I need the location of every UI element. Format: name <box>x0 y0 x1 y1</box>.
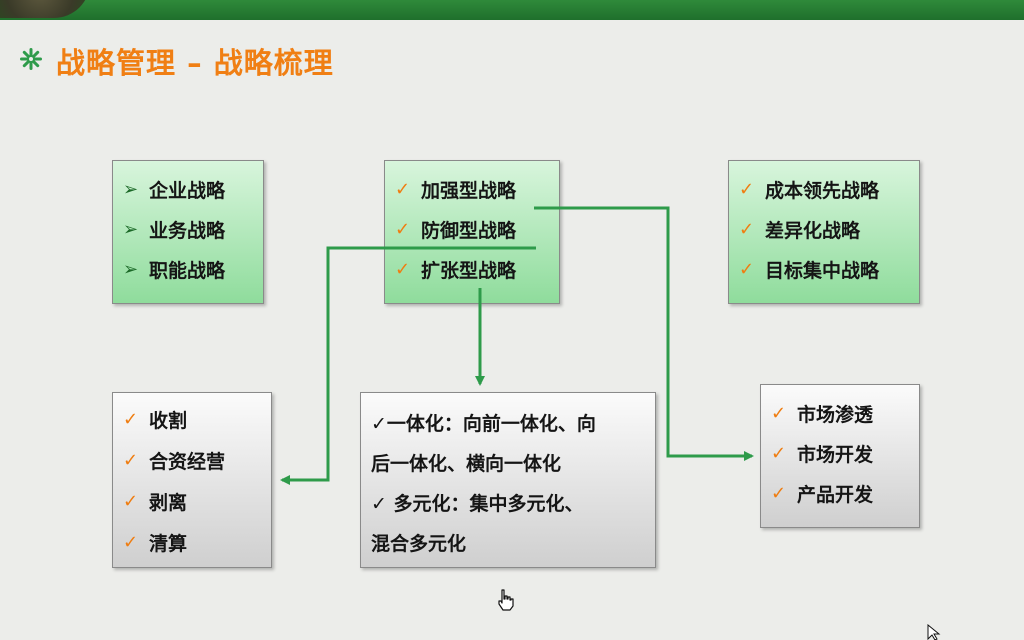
list-item: ✓ 扩张型战略 <box>385 249 559 289</box>
check-icon: ✓ <box>395 218 411 240</box>
item-label: 业务战略 <box>149 219 226 242</box>
check-icon: ✓ <box>739 218 755 240</box>
page-title: 战略管理 – 战略梳理 <box>56 46 334 80</box>
arrow-cursor-icon <box>927 624 941 640</box>
list-item: ✓ 剥离 <box>113 481 271 521</box>
list-item: ✓ 清算 <box>113 522 271 562</box>
check-icon: ✓ <box>123 449 139 471</box>
defensive-options-box: ✓ 收割 ✓ 合资经营 ✓ 剥离 ✓ 清算 <box>112 392 272 568</box>
check-icon: ✓ <box>123 531 139 553</box>
item-label: 防御型战略 <box>421 219 517 242</box>
item-label: 职能战略 <box>149 259 226 282</box>
competitive-strategies-box: ✓ 成本领先战略 ✓ 差异化战略 ✓ 目标集中战略 <box>728 160 920 304</box>
check-icon: ✓ <box>123 408 139 430</box>
list-item: ✓ 合资经营 <box>113 440 271 480</box>
item-label: 清算 <box>149 532 188 555</box>
list-item: ➢ 职能战略 <box>113 249 263 289</box>
list-item: ✓ 收割 <box>113 399 271 439</box>
check-icon: ✓ <box>771 482 787 504</box>
top-banner <box>0 0 1024 20</box>
list-item: ➢ 企业战略 <box>113 169 263 209</box>
item-label: 合资经营 <box>149 450 226 473</box>
arrow-bullet-icon: ➢ <box>123 258 139 280</box>
check-icon: ✓ <box>739 258 755 280</box>
expansion-strategies-box: ✓一体化：向前一体化、向 后一体化、横向一体化 ✓ 多元化：集中多元化、 混合多… <box>360 392 656 568</box>
list-item: ✓ 加强型战略 <box>385 169 559 209</box>
check-icon: ✓ <box>771 402 787 424</box>
item-label: 剥离 <box>149 491 188 514</box>
check-icon: ✓ <box>739 178 755 200</box>
check-icon: ✓ <box>123 490 139 512</box>
ornament-icon <box>20 48 42 70</box>
text-line: 混合多元化 <box>371 533 467 555</box>
strategy-levels-box: ➢ 企业战略 ➢ 业务战略 ➢ 职能战略 <box>112 160 264 304</box>
text-line: 后一体化、横向一体化 <box>371 453 562 475</box>
item-label: 差异化战略 <box>765 219 861 242</box>
arrow-bullet-icon: ➢ <box>123 218 139 240</box>
list-item: ➢ 业务战略 <box>113 209 263 249</box>
item-label: 市场渗透 <box>797 403 874 426</box>
hand-cursor-icon <box>498 589 514 611</box>
list-item: ✓ 目标集中战略 <box>729 249 919 289</box>
list-item: ✓ 市场开发 <box>761 433 919 473</box>
list-item: ✓ 市场渗透 <box>761 393 919 433</box>
item-label: 加强型战略 <box>421 179 517 202</box>
item-label: 产品开发 <box>797 483 874 506</box>
list-item: ✓ 产品开发 <box>761 473 919 513</box>
list-item: ✓ 防御型战略 <box>385 209 559 249</box>
item-label: 收割 <box>149 409 188 432</box>
intensive-strategies-box: ✓ 市场渗透 ✓ 市场开发 ✓ 产品开发 <box>760 384 920 528</box>
text-line: ✓一体化：向前一体化、向 <box>371 413 596 435</box>
banner-decoration <box>0 0 90 18</box>
list-item: ✓ 差异化战略 <box>729 209 919 249</box>
item-label: 扩张型战略 <box>421 259 517 282</box>
item-label: 目标集中战略 <box>765 259 880 282</box>
text-line: ✓ 多元化：集中多元化、 <box>371 493 584 515</box>
item-label: 企业战略 <box>149 179 226 202</box>
arrow-bullet-icon: ➢ <box>123 178 139 200</box>
list-item: ✓ 成本领先战略 <box>729 169 919 209</box>
check-icon: ✓ <box>771 442 787 464</box>
item-label: 市场开发 <box>797 443 874 466</box>
growth-strategies-box: ✓ 加强型战略 ✓ 防御型战略 ✓ 扩张型战略 <box>384 160 560 304</box>
item-label: 成本领先战略 <box>765 179 880 202</box>
check-icon: ✓ <box>395 258 411 280</box>
check-icon: ✓ <box>395 178 411 200</box>
